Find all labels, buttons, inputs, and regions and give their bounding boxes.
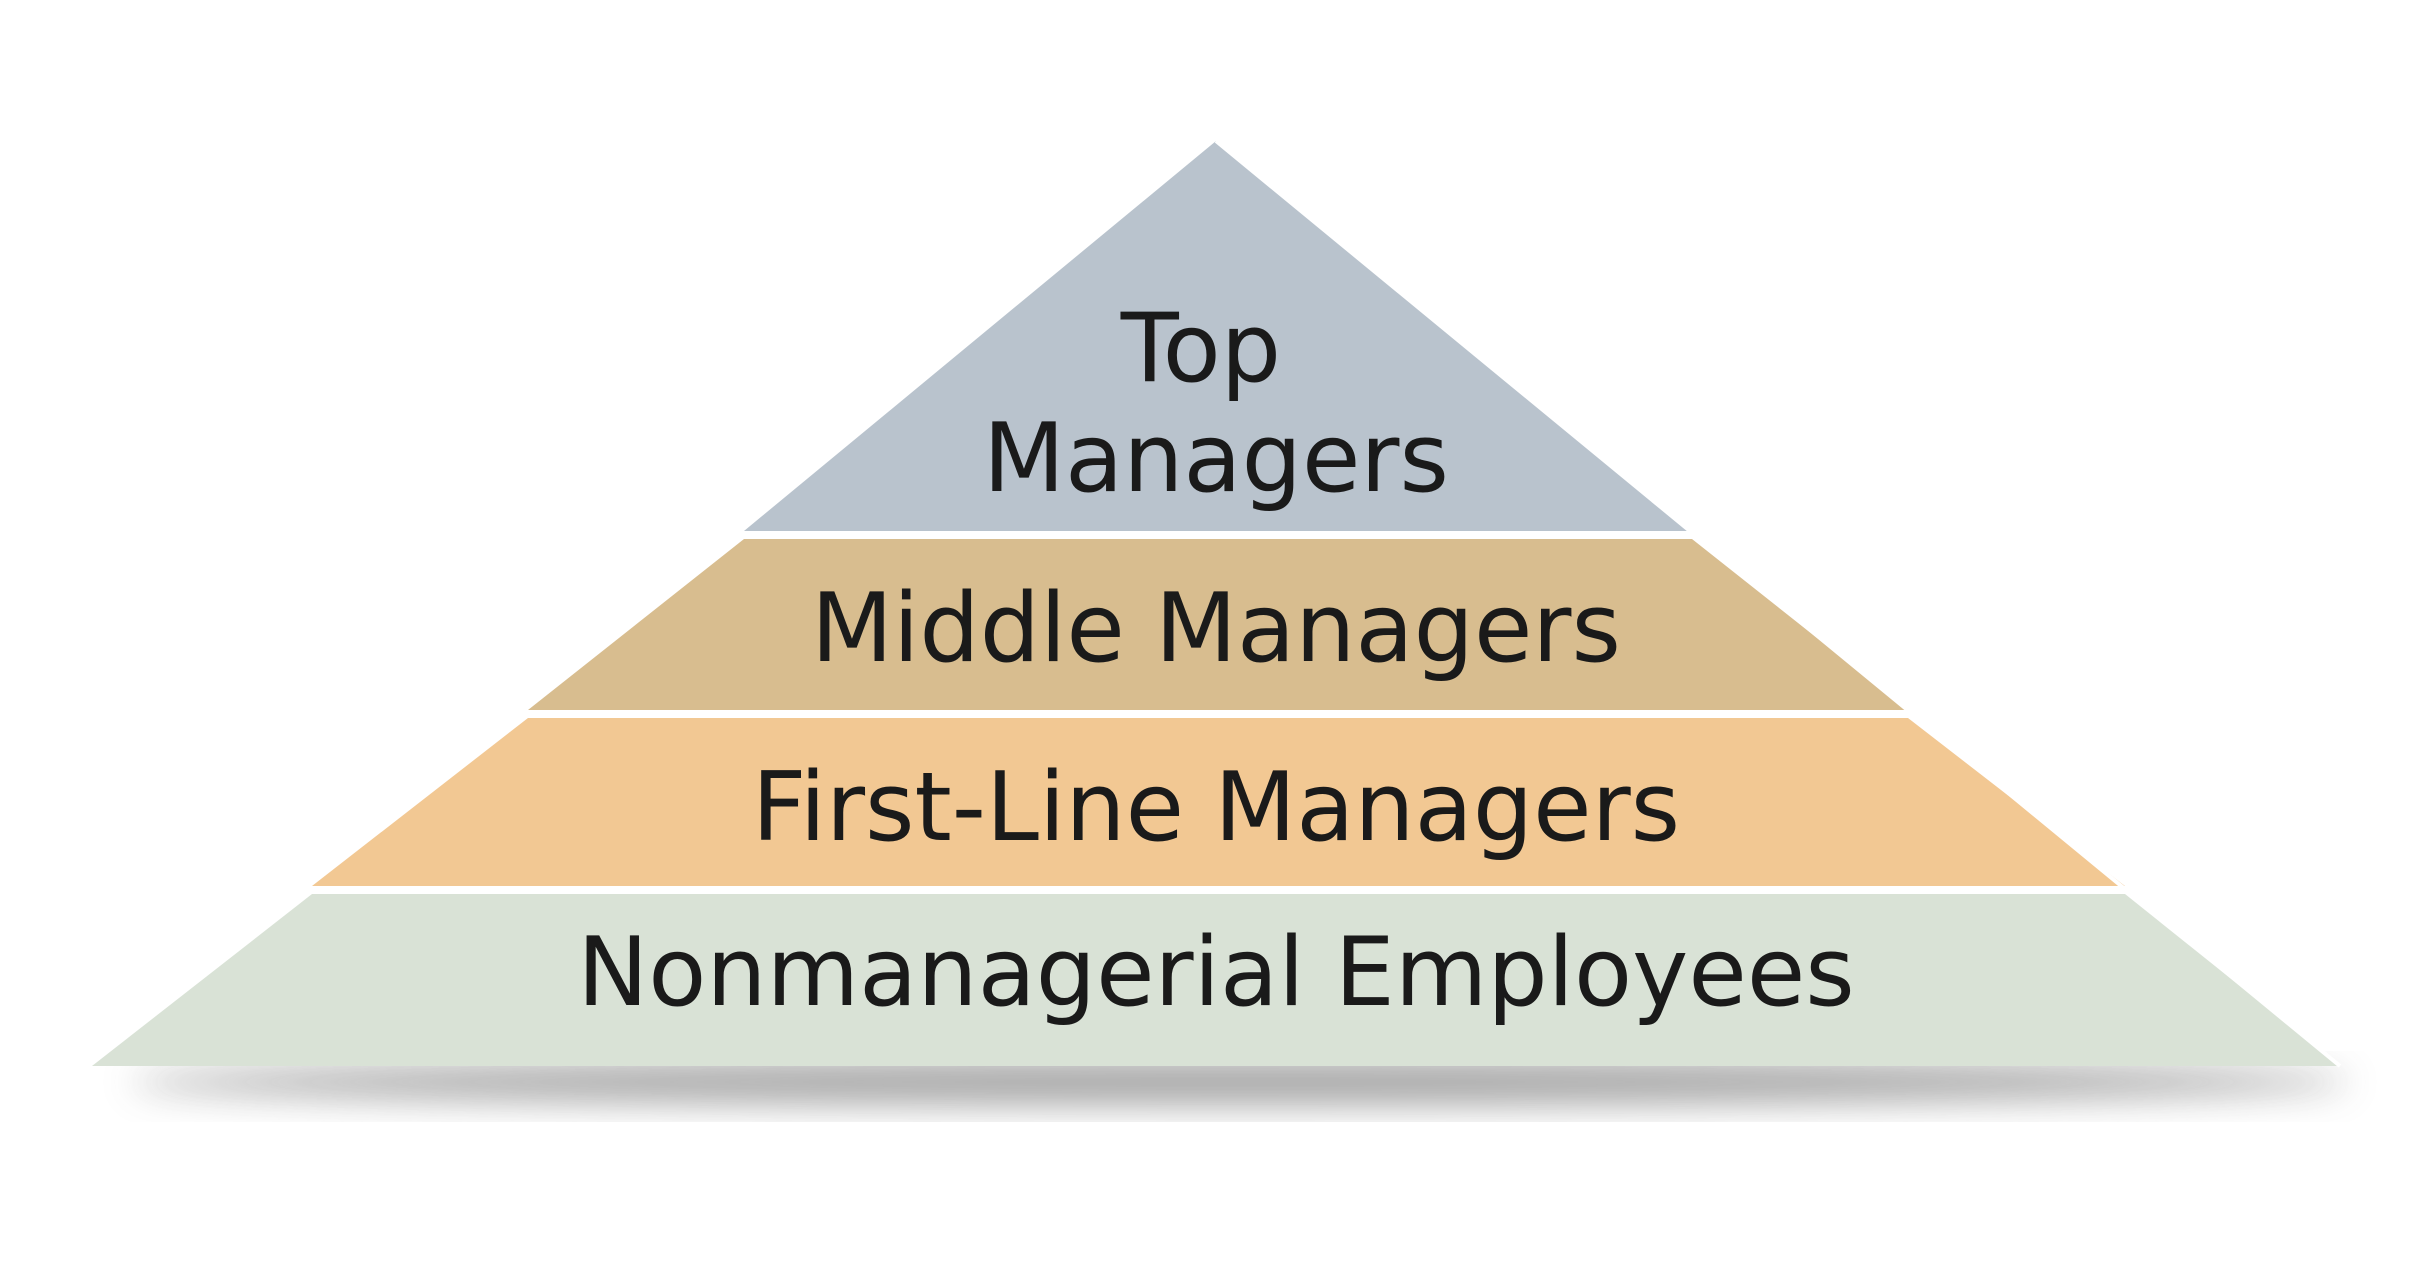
tier-top-managers-line-2: Managers: [983, 404, 1449, 514]
tier-nonmanagerial-employees: Nonmanagerial Employees: [92, 894, 2340, 1066]
tier-top-managers: Top Managers: [744, 141, 1692, 531]
tier-top-managers-shape: [744, 141, 1692, 531]
tier-top-managers-line-1: Top: [1120, 294, 1281, 404]
tier-nonmanagerial-employees-label: Nonmanagerial Employees: [577, 918, 1855, 1028]
tier-middle-managers-label: Middle Managers: [811, 574, 1621, 684]
tier-first-line-managers-label: First-Line Managers: [752, 753, 1680, 863]
pyramid-shadow: [130, 1060, 2350, 1104]
tier-middle-managers-shape: [528, 539, 1908, 710]
pyramid-right-edge: [1214, 139, 2342, 1068]
tier-first-line-managers: First-Line Managers: [312, 718, 2125, 886]
tier-first-line-managers-shape: [312, 718, 2125, 886]
tier-middle-managers: Middle Managers: [528, 539, 1908, 710]
tier-nonmanagerial-employees-shape: [92, 894, 2340, 1066]
tier-top-managers-label: Top Managers: [983, 294, 1449, 514]
